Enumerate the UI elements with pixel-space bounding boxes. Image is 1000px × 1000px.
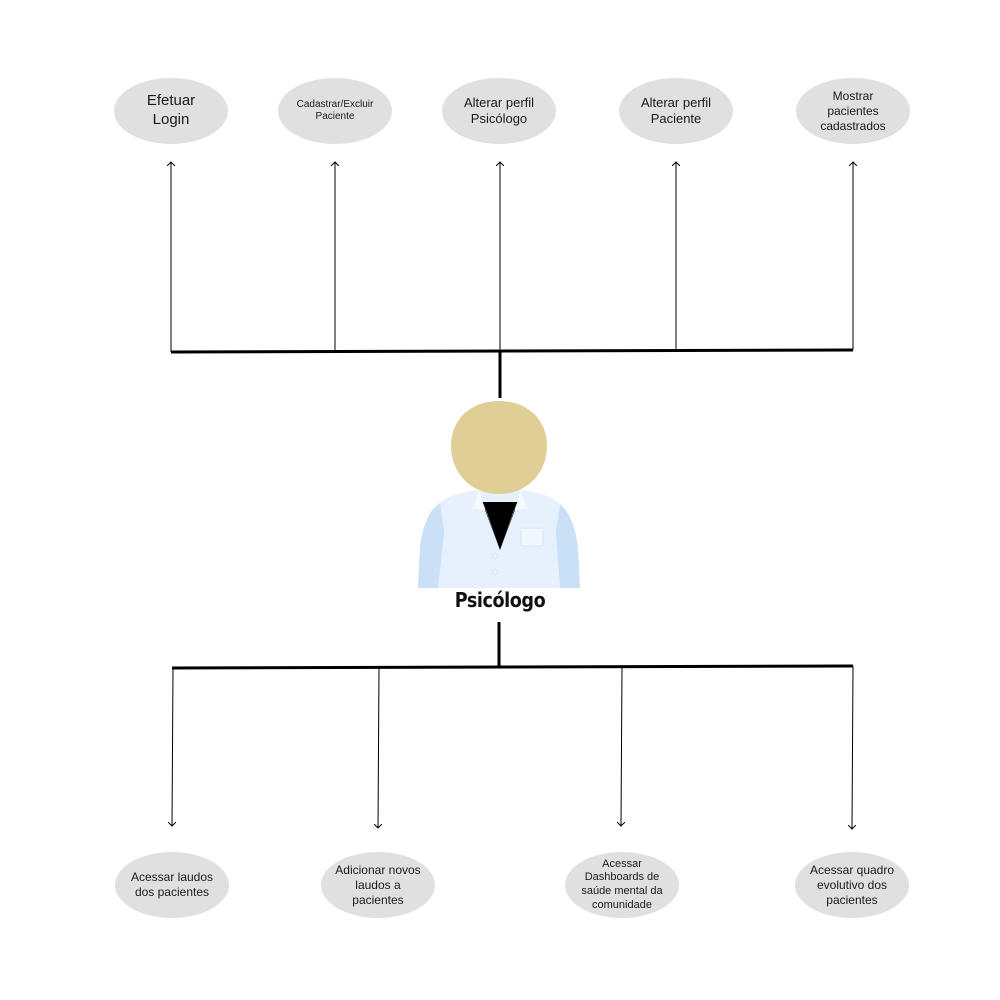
top-bus-line bbox=[170, 348, 854, 354]
usecase-mostrar-pacientes-cadastrados: Mostrar pacientes cadastrados bbox=[796, 78, 910, 144]
psychologist-icon bbox=[418, 401, 580, 588]
usecase-alterar-perfil-psicologo: Alterar perfil Psicólogo bbox=[442, 78, 556, 144]
right-sleeve bbox=[556, 504, 580, 588]
coat-button bbox=[492, 569, 498, 575]
arrow-to-acessar-quadro bbox=[852, 665, 853, 829]
left-lapel bbox=[472, 490, 500, 550]
shirt-shape bbox=[482, 502, 518, 550]
usecase-acessar-quadro-evolutivo: Acessar quadro evolutivo dos pacientes bbox=[795, 852, 909, 918]
usecase-adicionar-novos-laudos: Adicionar novos laudos a pacientes bbox=[321, 852, 435, 918]
usecase-alterar-perfil-paciente: Alterar perfil Paciente bbox=[619, 78, 733, 144]
bottom-bus-line bbox=[171, 664, 854, 670]
left-sleeve bbox=[418, 503, 444, 588]
usecase-acessar-dashboards: Acessar Dashboards de saúde mental da co… bbox=[565, 852, 679, 918]
usecase-cadastrar-excluir-paciente: Cadastrar/Excluir Paciente bbox=[278, 78, 392, 144]
usecase-acessar-laudos: Acessar laudos dos pacientes bbox=[115, 852, 229, 918]
right-lapel bbox=[500, 490, 528, 550]
actor-label: Psicólogo bbox=[454, 588, 546, 612]
coat-button bbox=[492, 553, 498, 559]
arrow-to-acessar-dashboards bbox=[621, 666, 622, 826]
head-shape bbox=[451, 401, 547, 494]
coat-pocket bbox=[520, 527, 544, 547]
arrow-to-adicionar-laudos bbox=[378, 667, 379, 828]
arrow-to-acessar-laudos bbox=[172, 667, 173, 826]
usecase-efetuar-login: Efetuar Login bbox=[114, 78, 228, 144]
